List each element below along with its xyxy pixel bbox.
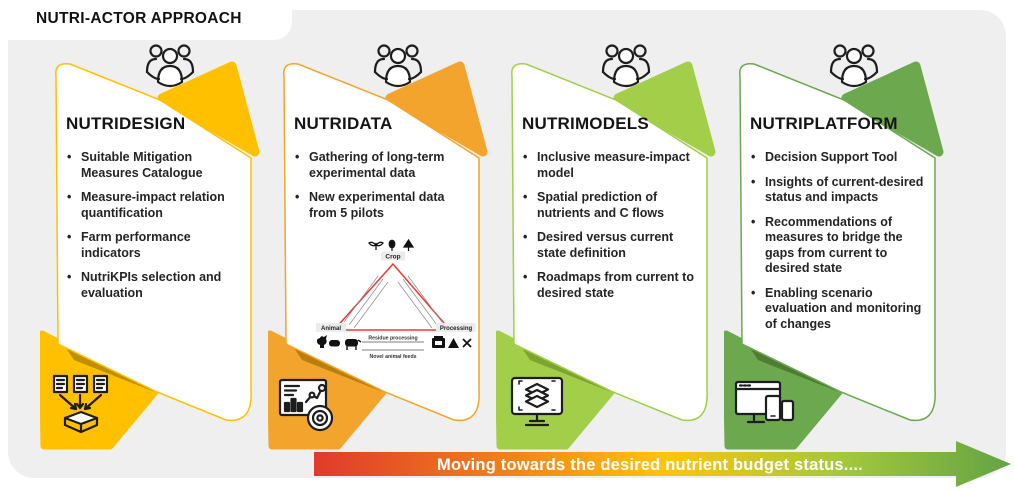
title-banner: [0, 0, 292, 40]
card-nutridata: NUTRIDATA Gathering of long-term experim…: [268, 42, 496, 450]
processing-node-label: Processing: [440, 326, 473, 332]
right-flow-lines: [397, 275, 443, 329]
bullet-item: Decision Support Tool: [750, 150, 928, 166]
left-flow-lines: [343, 275, 389, 329]
people-group-icon: [372, 42, 424, 88]
bullet-item: Recommendations of measures to bridge th…: [750, 215, 928, 277]
bullet-item: Spatial prediction of nutrients and C fl…: [522, 190, 700, 221]
triangle-outline: [332, 262, 452, 331]
bullet-item: Measure-impact relation quantification: [66, 190, 244, 221]
card-bullets: Suitable Mitigation Measures CatalogueMe…: [66, 150, 244, 310]
documents-aggregation-icon: [50, 374, 112, 434]
people-group-icon: [144, 42, 196, 88]
top-fold-triangle: [157, 61, 260, 157]
data-analytics-icon: [278, 374, 340, 434]
card-title: NUTRIDESIGN: [66, 114, 186, 133]
card-title: NUTRIDATA: [294, 114, 393, 133]
top-fold-triangle: [841, 61, 944, 157]
bullet-item: Gathering of long-term experimental data: [294, 150, 472, 181]
flow-arrows: [362, 341, 424, 351]
people-group-icon: [600, 42, 652, 88]
card-nutrimodels: NUTRIMODELS Inclusive measure-impact mod…: [496, 42, 724, 450]
layers-monitor-icon: [506, 374, 568, 434]
multi-device-icon: [734, 374, 796, 434]
bullet-item: Insights of current-desired status and i…: [750, 175, 928, 206]
bullet-item: NutriKPIs selection and evaluation: [66, 270, 244, 301]
nutridata-triangle-diagram: Crop Animal Processing: [308, 238, 480, 366]
crop-node-label: Crop: [385, 254, 400, 261]
novel-animal-feeds-label: Novel animal feeds: [370, 354, 417, 360]
card-title: NUTRIMODELS: [522, 114, 649, 133]
top-fold-triangle: [613, 61, 716, 157]
bullet-item: Suitable Mitigation Measures Catalogue: [66, 150, 244, 181]
bullet-item: Roadmaps from current to desired state: [522, 270, 700, 301]
animal-icons: [316, 335, 362, 350]
card-bullets: Inclusive measure-impact modelSpatial pr…: [522, 150, 700, 310]
card-title: NUTRIPLATFORM: [750, 114, 898, 133]
bullet-item: Farm performance indicators: [66, 230, 244, 261]
card-bullets: Gathering of long-term experimental data…: [294, 150, 472, 230]
crop-icons: [368, 238, 415, 251]
bullet-item: Desired versus current state definition: [522, 230, 700, 261]
bullet-item: Enabling scenario evaluation and monitor…: [750, 286, 928, 333]
bullet-item: New experimental data from 5 pilots: [294, 190, 472, 221]
bullet-item: Inclusive measure-impact model: [522, 150, 700, 181]
residue-processing-label: Residue processing: [368, 336, 417, 342]
progress-arrow: [300, 438, 1014, 490]
arrow-shape: [314, 441, 1011, 487]
people-group-icon: [828, 42, 880, 88]
page-title: NUTRI-ACTOR APPROACH: [36, 10, 242, 27]
card-nutriplatform: NUTRIPLATFORM Decision Support ToolInsig…: [724, 42, 952, 450]
top-fold-triangle: [385, 61, 488, 157]
card-bullets: Decision Support ToolInsights of current…: [750, 150, 928, 341]
card-nutridesign: NUTRIDESIGN Suitable Mitigation Measures…: [40, 42, 268, 450]
animal-node-label: Animal: [321, 326, 341, 332]
arrow-label: Moving towards the desired nutrient budg…: [437, 456, 863, 474]
processing-icons: [432, 336, 472, 348]
